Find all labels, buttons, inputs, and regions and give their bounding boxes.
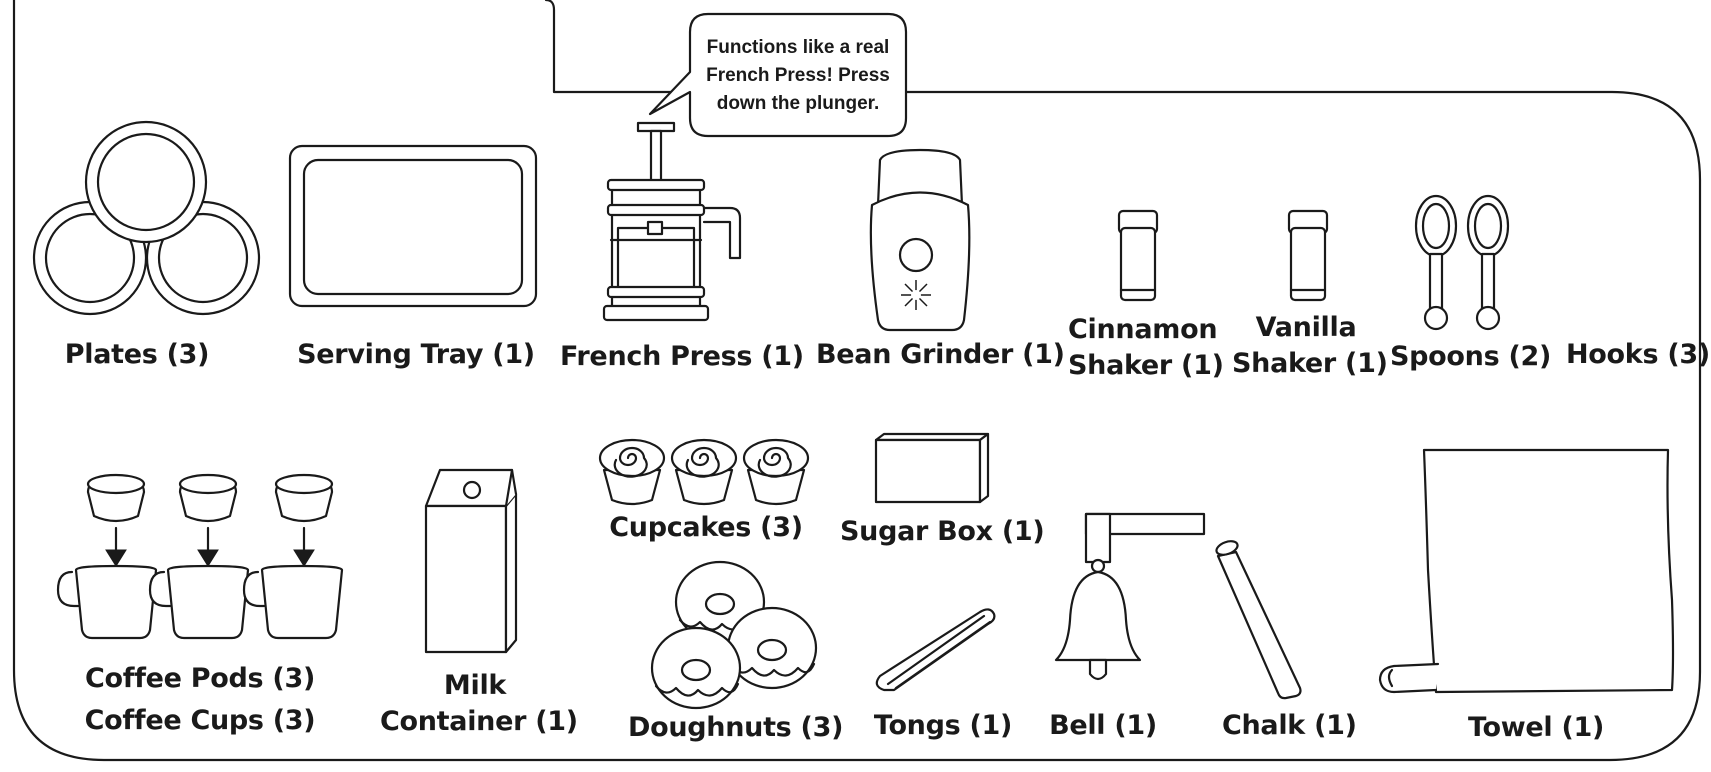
callout-line-1: Functions like a real (706, 37, 890, 58)
towel-icon (1378, 448, 1675, 694)
label-bean-grinder: Bean Grinder (1) (816, 339, 1065, 370)
outer-border (12, 0, 1702, 762)
doughnuts-icon (650, 560, 818, 710)
spoons-icon (1414, 194, 1510, 331)
label-towel: Towel (1) (1467, 712, 1605, 743)
vanilla-shaker-icon (1287, 209, 1329, 302)
label-cupcakes: Cupcakes (3) (609, 512, 803, 543)
label-vanilla-line-2: Shaker (1) (1232, 348, 1388, 379)
label-coffee-pods: Coffee Pods (3) (85, 663, 315, 694)
label-tongs: Tongs (1) (873, 710, 1013, 741)
label-plates: Plates (3) (64, 339, 210, 370)
label-coffee-pods-cups: Coffee Pods (3) Coffee Cups (3) (80, 658, 320, 742)
sugar-box-icon (874, 432, 990, 504)
label-bell: Bell (1) (1049, 710, 1157, 741)
label-french-press: French Press (1) (560, 341, 804, 372)
cinnamon-shaker-icon (1117, 209, 1159, 302)
tongs-icon (875, 608, 996, 692)
label-hooks: Hooks (3) (1566, 339, 1710, 370)
milk-container-icon (424, 468, 518, 654)
bell-icon (1054, 512, 1206, 681)
callout-line-3: down the plunger. (716, 93, 880, 114)
callout-text: Functions like a real French Press! Pres… (690, 34, 906, 118)
label-vanilla-line-1: Vanilla (1255, 312, 1357, 343)
label-serving-tray: Serving Tray (1) (297, 339, 535, 370)
serving-tray-icon (288, 144, 538, 308)
coffee-pods-icon (86, 473, 334, 567)
label-chalk: Chalk (1) (1222, 710, 1357, 741)
label-coffee-cups: Coffee Cups (3) (84, 705, 316, 736)
label-sugar-box: Sugar Box (1) (840, 516, 1045, 547)
plates-icon (32, 120, 261, 316)
callout-line-2: French Press! Press (706, 65, 890, 86)
chalk-icon (1215, 540, 1302, 700)
label-doughnuts: Doughnuts (3) (628, 712, 844, 743)
french-press-icon (602, 121, 742, 322)
cupcakes-icon (598, 438, 810, 506)
label-cinnamon-shaker: Cinnamon Shaker (1) (1068, 312, 1224, 384)
bean-grinder-icon (869, 148, 971, 332)
coffee-cups-icon (56, 564, 344, 640)
label-cinnamon-line-2: Shaker (1) (1068, 350, 1224, 381)
label-milk-line-1: Milk (443, 670, 507, 701)
label-milk-line-2: Container (1) (380, 706, 578, 737)
hooks-icon (1577, 187, 1672, 329)
label-vanilla-shaker: Vanilla Shaker (1) (1232, 310, 1388, 382)
callout-bubble (648, 12, 908, 138)
label-spoons: Spoons (2) (1390, 341, 1552, 372)
label-cinnamon-line-1: Cinnamon (1068, 314, 1218, 345)
label-milk-container: Milk Container (1) (380, 668, 578, 740)
